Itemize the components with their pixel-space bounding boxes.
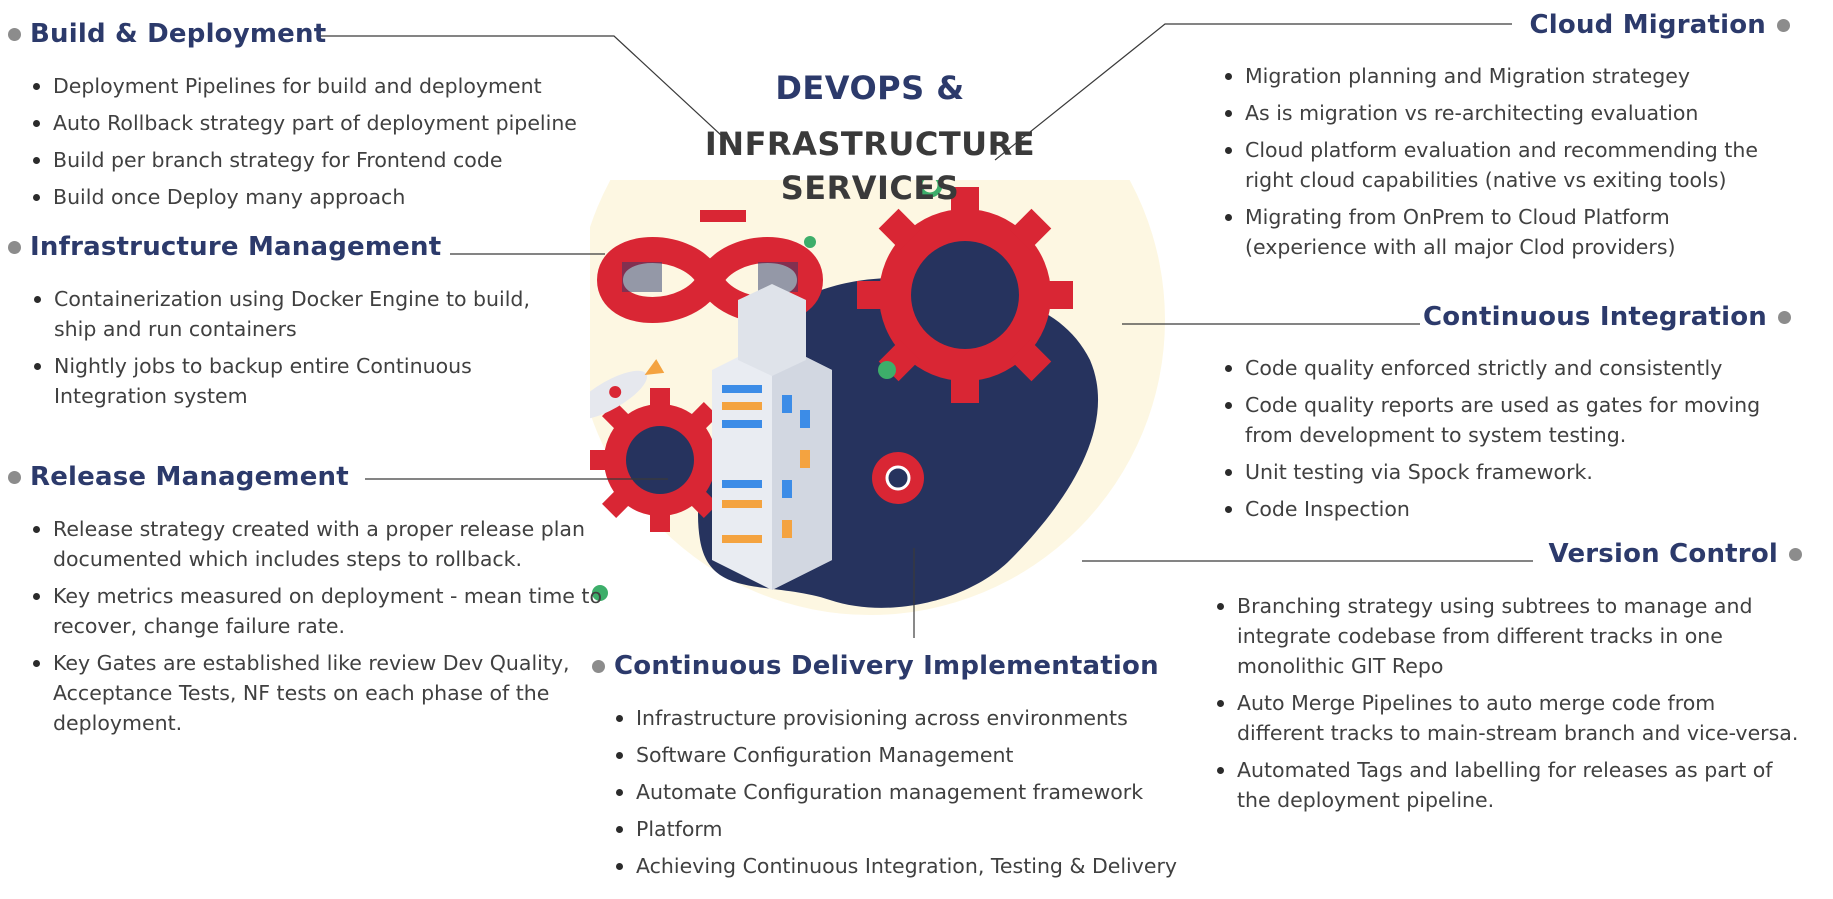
list-item: Code quality reports are used as gates f… [1223,390,1783,450]
infinity-panels [596,210,824,323]
section-title: Continuous Integration [1422,302,1767,332]
section-header: Continuous Delivery Implementation [592,651,1232,681]
accent-dot [804,236,816,248]
list-item: Migration planning and Migration strateg… [1223,61,1783,91]
list-item: Unit testing via Spock framework. [1223,457,1783,487]
item-list: Branching strategy using subtrees to man… [1215,591,1805,815]
list-item: Infrastructure provisioning across envir… [614,703,1232,733]
list-item: Code quality enforced strictly and consi… [1223,353,1783,383]
list-item: Key metrics measured on deployment - mea… [31,581,611,641]
list-item: Automate Configuration management framew… [614,777,1232,807]
list-item: Deployment Pipelines for build and deplo… [31,71,608,101]
bullet-dot-icon [592,659,605,673]
section-header: Release Management [8,462,608,492]
list-item: Nightly jobs to backup entire Continuous… [32,351,552,411]
section-title: Continuous Delivery Implementation [614,651,1159,681]
bullet-dot-icon [8,240,21,254]
section-header: Version Control [1212,539,1802,569]
section-release-management: Release Management Release strategy crea… [8,462,608,745]
list-item: Platform [614,814,1232,844]
section-continuous-delivery: Continuous Delivery Implementation Infra… [592,651,1232,888]
section-title: Version Control [1548,539,1778,569]
list-item: Migrating from OnPrem to Cloud Platform … [1223,202,1783,262]
center-title: DEVOPS & INFRASTRUCTURE SERVICES [690,66,1050,210]
item-list: Code quality enforced strictly and consi… [1223,353,1783,524]
item-list: Release strategy created with a proper r… [31,514,611,738]
section-cloud-migration: Cloud Migration Migration planning and M… [1220,10,1790,269]
list-item: Automated Tags and labelling for release… [1215,755,1805,815]
list-item: Build per branch strategy for Frontend c… [31,145,608,175]
bullet-dot-icon [1778,310,1791,324]
section-title: Build & Deployment [30,19,327,49]
section-header: Infrastructure Management [8,232,568,262]
bullet-dot-icon [8,27,21,41]
accent-dot [917,180,943,198]
list-item: Build once Deploy many approach [31,182,608,212]
center-title-line2: INFRASTRUCTURE [704,125,1036,163]
list-item: Code Inspection [1223,494,1783,524]
list-item: Release strategy created with a proper r… [31,514,611,574]
section-version-control: Version Control Branching strategy using… [1212,539,1802,822]
list-item: Auto Merge Pipelines to auto merge code … [1215,688,1805,748]
list-item: As is migration vs re-architecting evalu… [1223,98,1783,128]
section-title: Infrastructure Management [30,232,442,262]
leader-cloud [994,23,1512,161]
list-item: Key Gates are established like review De… [31,648,611,738]
list-item: Achieving Continuous Integration, Testin… [614,851,1232,881]
rocket [590,359,665,420]
devops-illustration [590,180,1165,615]
list-item: Software Configuration Management [614,740,1232,770]
center-title-line3: SERVICES [780,169,960,207]
list-item: Branching strategy using subtrees to man… [1215,591,1805,681]
section-title: Release Management [30,462,349,492]
item-list: Deployment Pipelines for build and deplo… [31,71,608,212]
gear-small [872,452,924,504]
list-item: Containerization using Docker Engine to … [32,284,552,344]
bullet-dot-icon [1777,18,1790,32]
gear-large [857,187,1073,403]
bullet-dot-icon [8,470,21,484]
section-build-deployment: Build & Deployment Deployment Pipelines … [8,19,608,219]
section-header: Cloud Migration [1220,10,1790,40]
section-continuous-integration: Continuous Integration Code quality enfo… [1220,302,1791,531]
center-title-line1: DEVOPS & [775,69,965,107]
item-list: Containerization using Docker Engine to … [32,284,552,411]
accent-dot [878,361,896,379]
section-header: Build & Deployment [8,19,608,49]
item-list: Infrastructure provisioning across envir… [614,703,1232,881]
bullet-dot-icon [1789,547,1802,561]
leader-build [318,35,723,137]
building [712,284,832,590]
accent-dot [592,585,608,601]
section-title: Cloud Migration [1529,10,1766,40]
section-infrastructure-management: Infrastructure Management Containerizati… [8,232,568,418]
section-header: Continuous Integration [1220,302,1791,332]
list-item: Cloud platform evaluation and recommendi… [1223,135,1783,195]
item-list: Migration planning and Migration strateg… [1223,61,1783,262]
list-item: Auto Rollback strategy part of deploymen… [31,108,608,138]
